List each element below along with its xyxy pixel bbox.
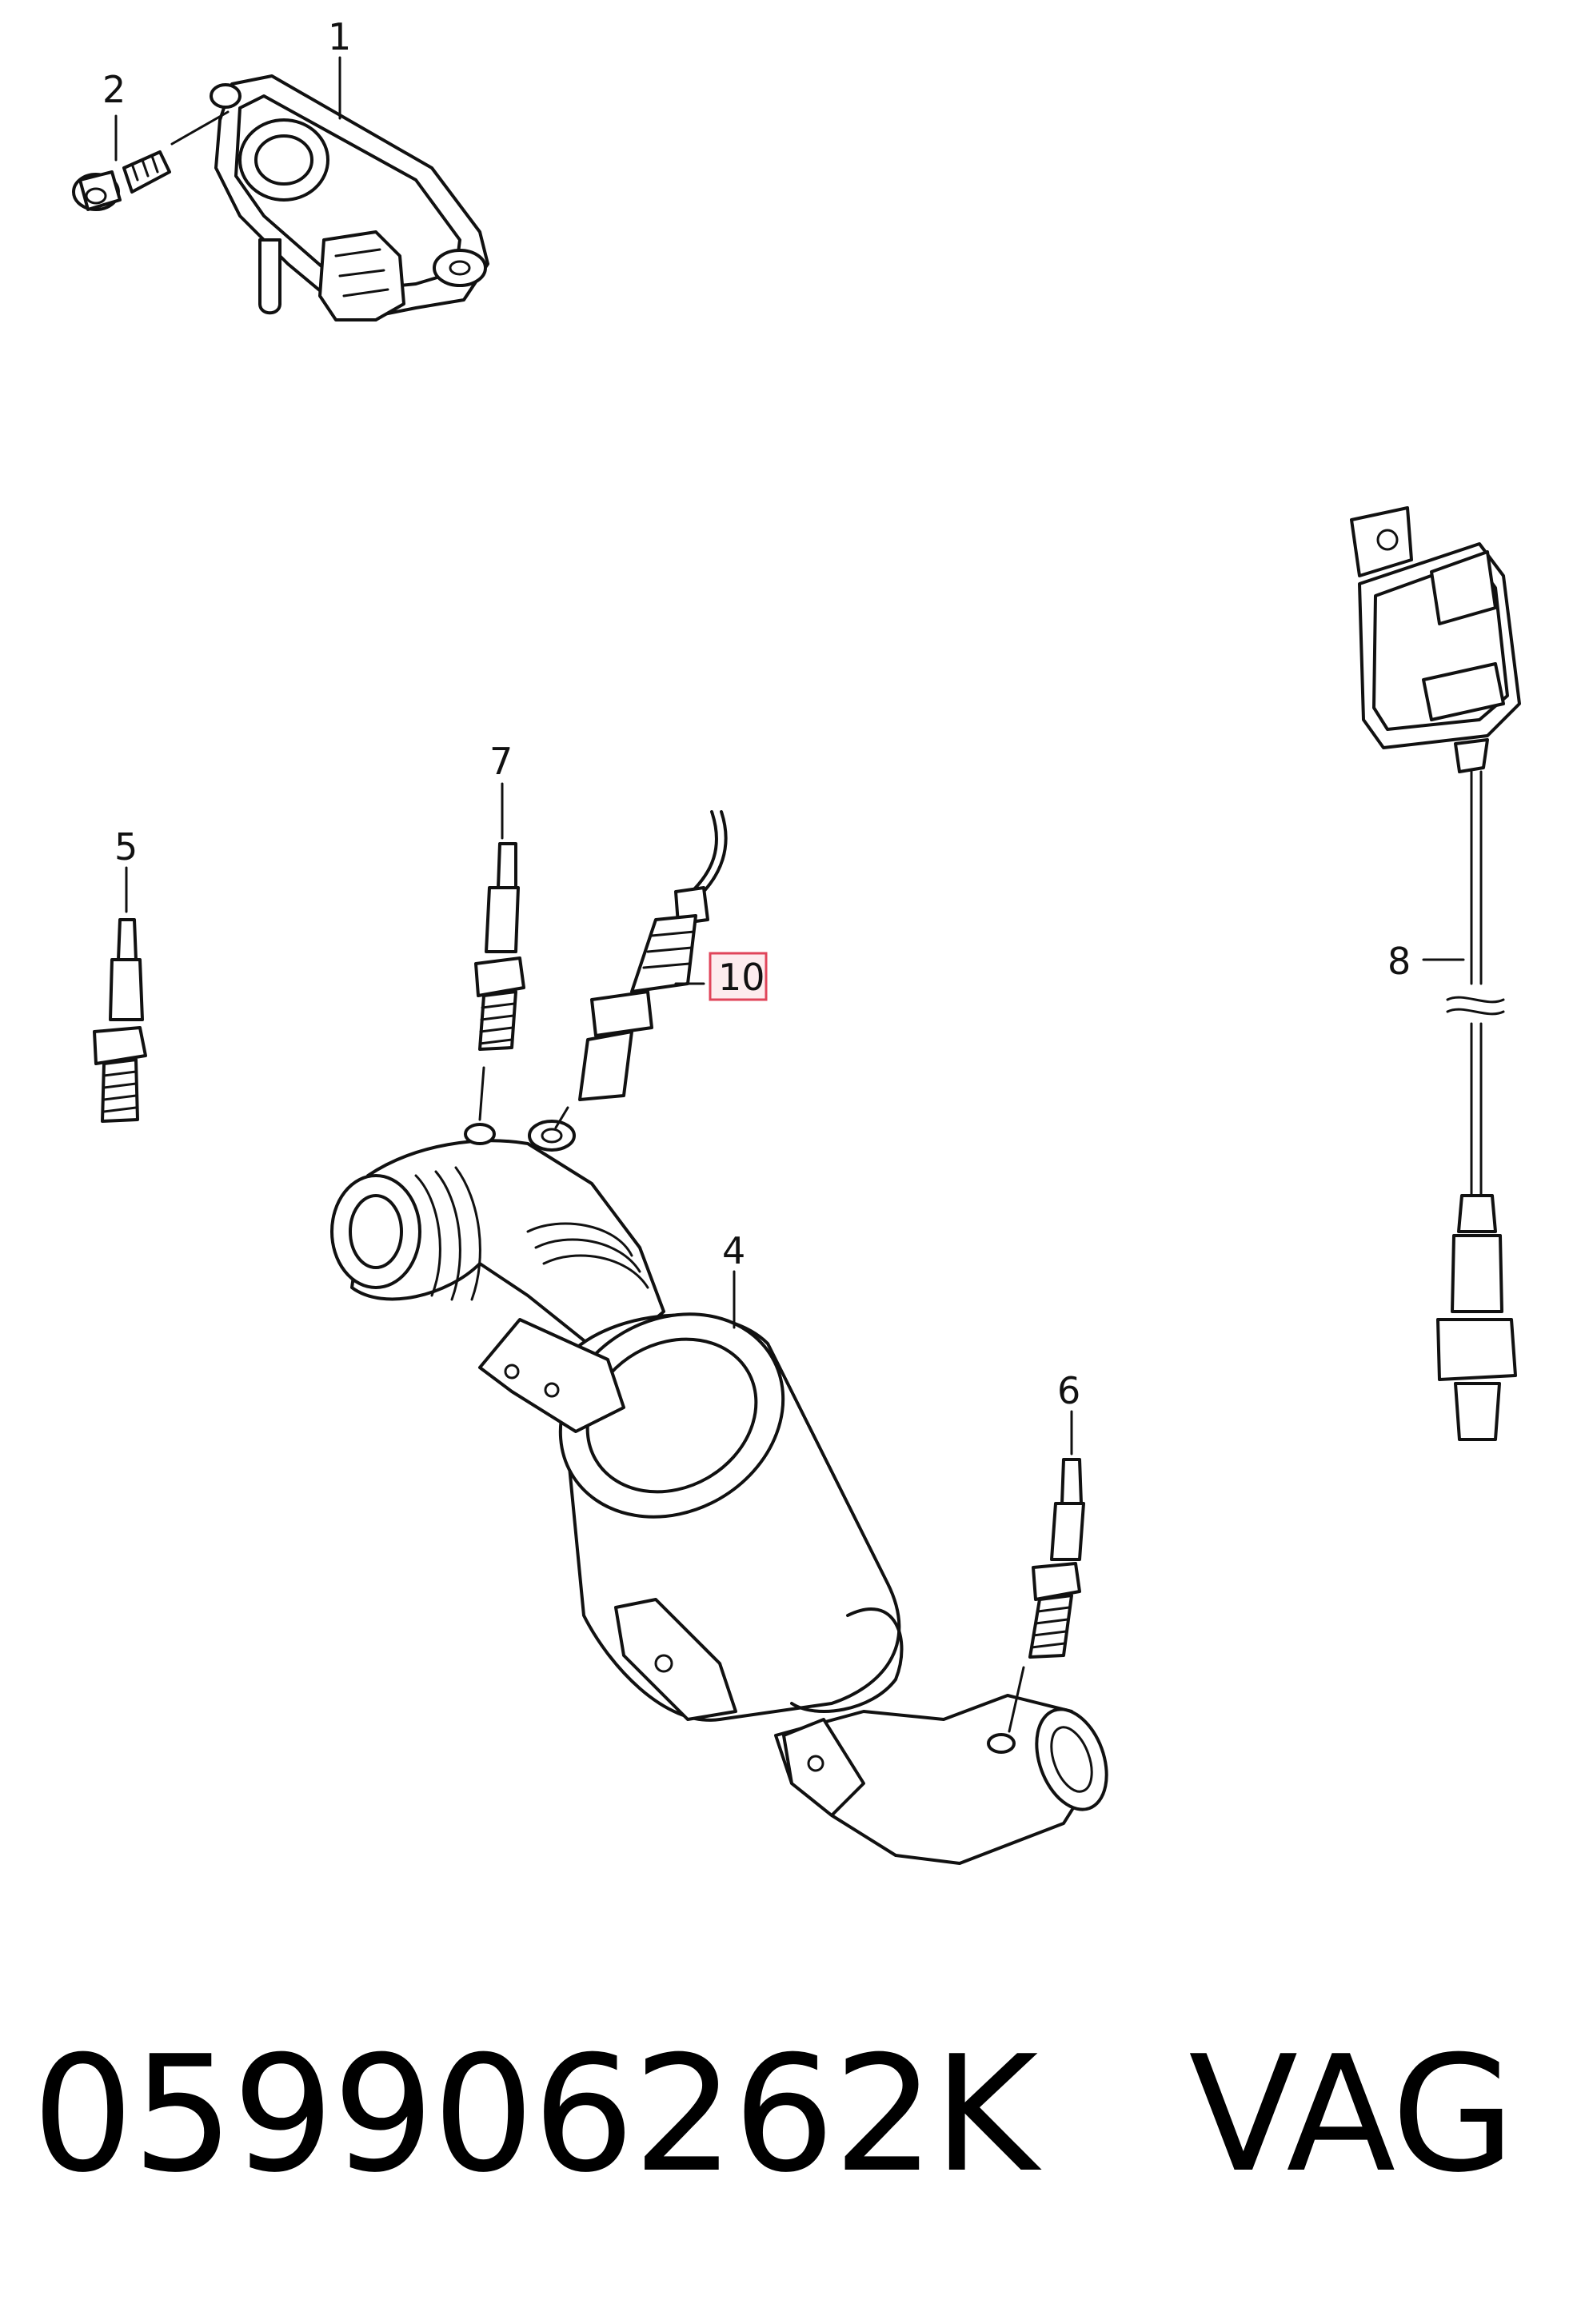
temp-sensor-7-part[interactable] bbox=[474, 782, 525, 1121]
pressure-sensor-part[interactable] bbox=[210, 74, 489, 321]
callout-leaders bbox=[114, 56, 1465, 1329]
callout-8: 8 bbox=[1387, 940, 1411, 983]
lambda-probe-10-part[interactable] bbox=[554, 810, 728, 1129]
catalytic-converter-part[interactable] bbox=[330, 1120, 1120, 1865]
callout-7: 7 bbox=[489, 740, 513, 783]
highlight-box bbox=[709, 952, 768, 1001]
callout-10-highlight[interactable]: 10 bbox=[709, 952, 768, 1001]
callout-6: 6 bbox=[1057, 1369, 1080, 1412]
brand-name: VAG bbox=[1188, 2022, 1515, 2208]
temp-sensor-6-part[interactable] bbox=[1008, 1410, 1085, 1733]
caption-row: 059906262K VAG bbox=[32, 2015, 1551, 2215]
part-number: 059906262K bbox=[32, 2022, 1038, 2208]
temp-sensor-5-part[interactable] bbox=[93, 866, 147, 1123]
callout-1: 1 bbox=[328, 15, 351, 58]
callout-2: 2 bbox=[102, 68, 126, 111]
callout-10: 10 bbox=[718, 956, 765, 999]
bolt-part[interactable] bbox=[72, 110, 230, 211]
callout-5: 5 bbox=[114, 825, 138, 869]
nox-sensor-8-part[interactable] bbox=[1350, 506, 1521, 1441]
callout-4: 4 bbox=[722, 1229, 745, 1272]
